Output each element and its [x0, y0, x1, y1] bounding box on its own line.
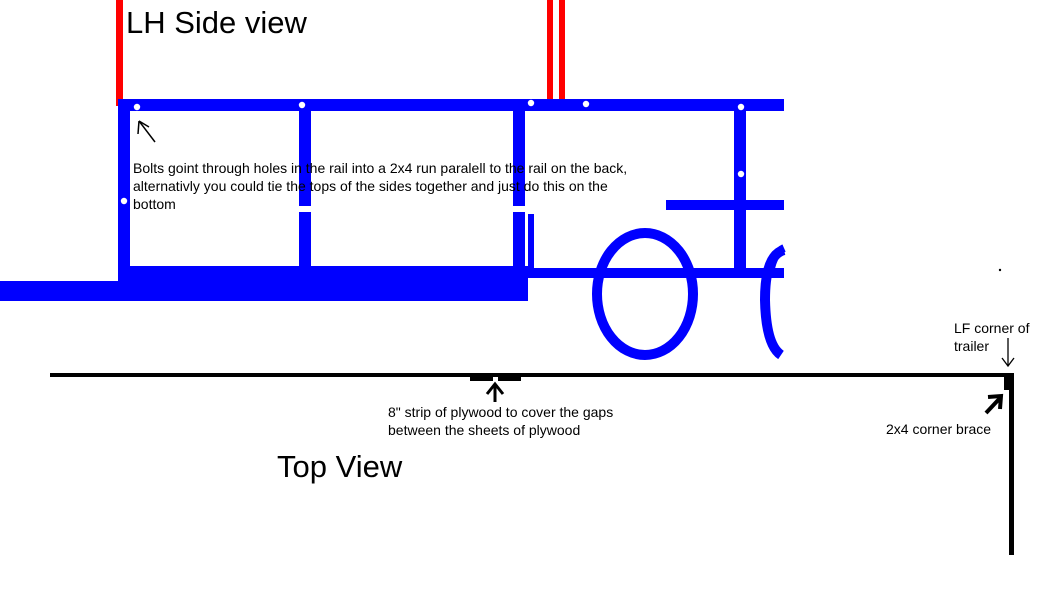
bolt-hole: [120, 197, 128, 205]
top-view-floor-line: [50, 373, 1010, 377]
front-wheel: [592, 228, 698, 360]
stray-dot: [998, 268, 1002, 272]
post-2-bottom: [299, 212, 311, 270]
right-post: [734, 99, 746, 277]
bolt-hole: [527, 99, 535, 107]
bottom-outer-rail: [0, 281, 528, 301]
plywood-strip: [470, 375, 521, 381]
wheels: [592, 228, 786, 360]
rear-wheel-top: [767, 244, 786, 270]
bottom-inner-rail: [118, 266, 528, 282]
bolt-hole: [737, 170, 745, 178]
corner-brace-arrow-icon: [984, 393, 1004, 415]
bolt-hole: [298, 101, 306, 109]
right-crossbar: [666, 200, 784, 210]
left-post: [118, 99, 130, 279]
post-3-side: [528, 214, 534, 272]
bolt-holes: [120, 99, 745, 205]
post-2-top: [299, 99, 311, 206]
bolt-hole: [133, 103, 141, 111]
top-view-side-line: [1009, 373, 1014, 555]
post-3-bottom: [513, 212, 525, 272]
lf-corner-note: LF corner of trailer: [954, 320, 1030, 354]
lf-corner-arrow-icon: [1001, 338, 1015, 368]
top-view-title: Top View: [277, 449, 403, 484]
bolts-note: Bolts goint through holes in the rail in…: [133, 160, 628, 212]
bolt-arrow-icon: [137, 120, 156, 143]
plywood-strip-note: 8" strip of plywood to cover the gaps be…: [388, 404, 614, 438]
side-view-title: LH Side view: [126, 5, 307, 40]
bolt-hole: [582, 100, 590, 108]
plywood-arrow-icon: [485, 381, 505, 402]
bolt-hole: [737, 103, 745, 111]
left-red-upright: [116, 0, 123, 106]
axle-rail: [524, 268, 784, 278]
post-3-top: [513, 99, 525, 206]
corner-brace-block: [1004, 373, 1014, 390]
center-red-upright-a: [547, 0, 553, 104]
red-uprights: [116, 0, 565, 106]
corner-brace-note: 2x4 corner brace: [886, 421, 992, 437]
top-rail: [118, 99, 784, 111]
center-red-upright-b: [559, 0, 565, 104]
side-view-frame: [0, 99, 784, 301]
